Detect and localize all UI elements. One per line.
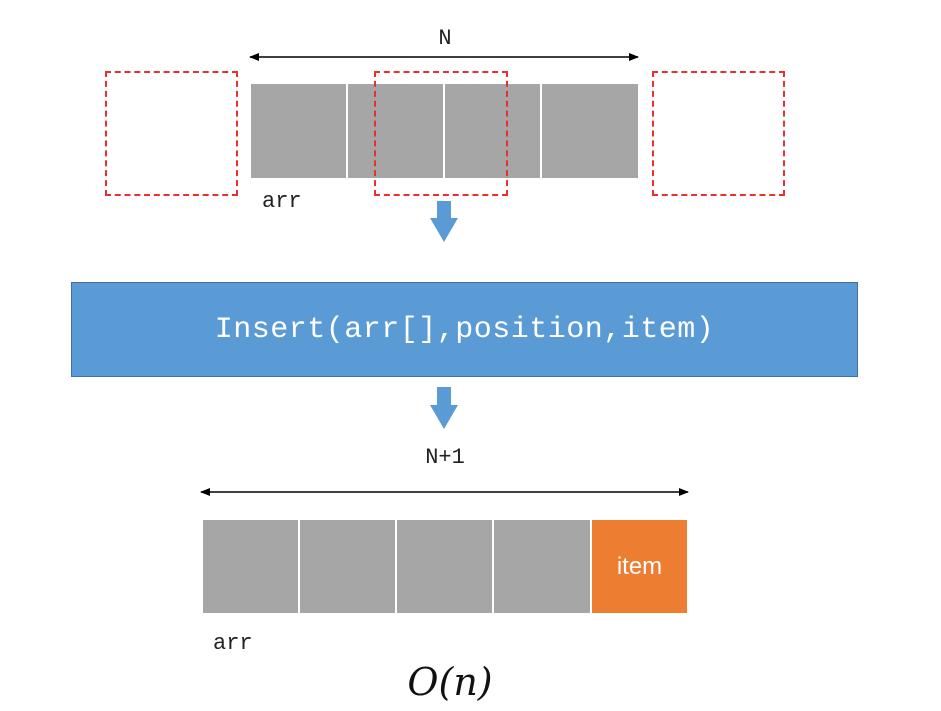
- top-array-cell: [251, 84, 346, 178]
- top-length-label: N: [438, 26, 452, 51]
- insert-slot-middle: [374, 71, 508, 196]
- bottom-array-cell: [494, 520, 590, 613]
- top-array-cell: [445, 84, 540, 178]
- flow-arrow-down-2: [430, 387, 458, 429]
- flow-arrow-down-1: [430, 201, 458, 242]
- insert-operation-box: Insert(arr[],position,item): [71, 282, 858, 377]
- bottom-array-cell: [300, 520, 395, 613]
- bottom-length-label: N+1: [425, 445, 465, 470]
- bottom-array-cell: [203, 520, 298, 613]
- bottom-array-cell: [397, 520, 492, 613]
- insert-slot-left: [105, 71, 238, 196]
- top-array-cell: [348, 84, 443, 178]
- top-array-name: arr: [262, 189, 302, 214]
- bottom-array-name: arr: [213, 631, 253, 656]
- top-array-cell: [542, 84, 638, 178]
- complexity-label: O(n): [407, 660, 493, 704]
- inserted-item-cell: item: [592, 520, 687, 613]
- insert-slot-right: [652, 71, 785, 196]
